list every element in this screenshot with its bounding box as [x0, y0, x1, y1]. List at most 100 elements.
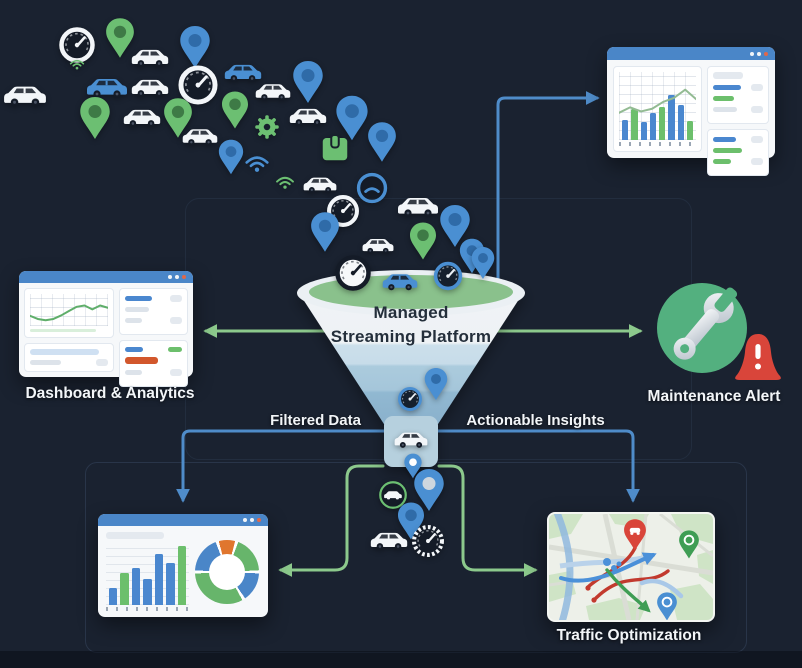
metric-bar-green: [713, 148, 743, 153]
wifi-icon: [69, 58, 85, 70]
map-parks: [549, 514, 713, 620]
value-chip: [95, 359, 108, 366]
text-placeholder: [713, 72, 744, 79]
legend-strip: [30, 329, 97, 332]
window-close-dot: [182, 275, 186, 279]
maintenance-alert-node: [652, 278, 752, 378]
maintenance-alert-label: Maintenance Alert: [647, 388, 781, 405]
text-placeholder: [124, 318, 142, 323]
bar: [177, 546, 186, 605]
car-icon: [2, 85, 48, 108]
warning-bell-icon: [735, 334, 781, 380]
wifi-icon: [244, 153, 270, 173]
funnel-title: Managed Streaming Platform: [316, 301, 506, 349]
location-pin-icon: [423, 367, 449, 402]
location-pin-icon: [291, 59, 325, 104]
value-chip: [751, 158, 763, 165]
vehicle-status-icon: [376, 478, 410, 512]
car-icon: [254, 83, 292, 102]
optimized-route-blue-icon: [559, 552, 657, 583]
funnel: [297, 270, 525, 467]
location-pin-icon: [470, 246, 496, 281]
wifi-icon: [275, 175, 295, 190]
package-icon: [320, 133, 350, 163]
connector-spout-branch-right: [437, 464, 538, 577]
location-pin-icon: [403, 453, 423, 480]
window-titlebar: [19, 271, 193, 283]
bottom-strip: [0, 651, 802, 668]
value-chip: [751, 106, 763, 113]
speedometer-icon: [57, 25, 97, 65]
analytics-line: [30, 294, 108, 326]
bar: [640, 122, 647, 140]
bar: [668, 95, 675, 140]
value-chip: [170, 369, 182, 376]
text-placeholder: [713, 107, 738, 112]
car-icon: [302, 176, 338, 194]
summary-card: [707, 129, 769, 176]
donut-chart: [195, 539, 259, 604]
value-chip: [751, 84, 763, 91]
mini-bar-chart: [106, 543, 189, 605]
route-endpoint: [585, 585, 591, 591]
car-icon: [288, 107, 328, 127]
connector-funnel-to-topright-dashboard: [496, 91, 600, 288]
map-pin-green-icon: [679, 530, 699, 559]
window-titlebar: [98, 514, 268, 526]
bar: [622, 119, 629, 140]
car-icon: [393, 431, 429, 449]
trend-line: [619, 72, 696, 140]
bar-series: [106, 543, 189, 605]
text-placeholder: [124, 307, 149, 312]
car-icon: [396, 196, 440, 218]
traffic-map-window: [547, 512, 715, 622]
metric-bar-green: [168, 347, 182, 352]
bar: [677, 104, 684, 140]
location-pin-icon: [366, 121, 398, 164]
optimized-route-green-icon: [605, 568, 651, 613]
dashboard-analytics-window: [19, 271, 193, 387]
wrench-icon: [657, 283, 747, 373]
traffic-optimization-label: Traffic Optimization: [556, 627, 702, 644]
donut-hole: [209, 553, 245, 590]
bar: [131, 567, 141, 605]
bar: [166, 562, 175, 605]
bar-chart-card: [613, 66, 703, 152]
alert-card: [118, 340, 188, 387]
speedometer-icon: [410, 523, 446, 559]
map-highway: [553, 514, 574, 620]
car-icon: [85, 77, 129, 99]
status-circle-icon: [355, 171, 389, 205]
chart-window-bottom-left: [98, 514, 268, 617]
location-pin-icon: [217, 138, 245, 175]
bar: [631, 108, 638, 140]
bar: [659, 107, 666, 140]
funnel-title-line1: Managed: [373, 303, 449, 322]
route-endpoint: [591, 597, 597, 603]
map-pin-red-icon: [624, 519, 646, 551]
speedometer-icon: [325, 193, 361, 229]
metric-bar-blue: [124, 296, 153, 301]
dashboard-window-top-right: [607, 47, 775, 176]
bar: [109, 587, 118, 605]
gear-icon: [252, 112, 282, 142]
value-chip: [170, 295, 182, 302]
speedometer-icon: [432, 260, 464, 292]
map-highway-arm: [559, 555, 644, 569]
x-axis-ticks: [106, 607, 189, 611]
car-icon: [130, 48, 170, 68]
metric-bar-blue: [713, 85, 741, 90]
actionable-insights-label: Actionable Insights: [466, 412, 605, 429]
window-dot: [757, 51, 761, 56]
location-pin-icon: [412, 467, 446, 512]
metric-bar-green: [713, 96, 735, 101]
value-chip: [751, 136, 763, 143]
bar: [649, 112, 657, 140]
bar-chart-panel: [106, 532, 189, 611]
car-icon: [130, 78, 170, 98]
window-close-dot: [764, 51, 768, 56]
exclamation-mark: [755, 344, 761, 359]
car-icon: [361, 238, 395, 255]
car-icon: [223, 63, 263, 83]
connector-filtered-data-to-bottomleft-chart: [176, 429, 388, 503]
